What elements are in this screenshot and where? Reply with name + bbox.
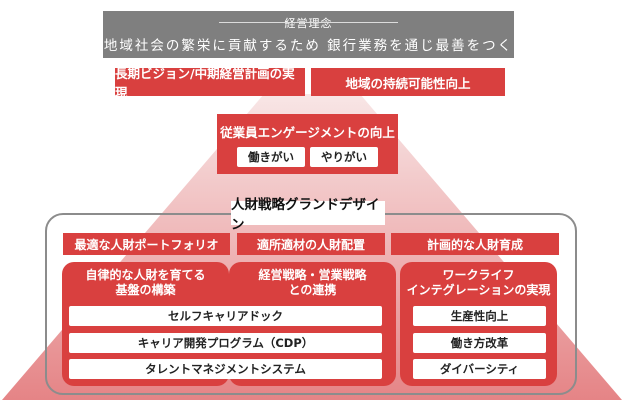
shared-item: セルフキャリアドック — [69, 306, 382, 326]
engagement-item: やりがい — [310, 147, 378, 167]
placement-box: 適所適材の人財配置 — [237, 233, 385, 255]
worklife-item: 生産性向上 — [413, 306, 546, 326]
worklife-item: ダイバーシティ — [413, 359, 546, 379]
grand-design-title: 人財戦略グランドデザイン — [231, 197, 385, 233]
training-box: 計画的な人財育成 — [391, 233, 559, 255]
vision-plan-box: 長期ビジョン/中期経営計画の実現 — [115, 66, 305, 100]
column-title: 経営戦略・営業戦略 との連携 — [258, 268, 367, 297]
philosophy-title: 経営理念 — [284, 17, 333, 30]
divider-line — [270, 22, 398, 23]
regional-sustainability-box: 地域の持続可能性向上 — [311, 68, 505, 96]
worklife-item: 働き方改革 — [413, 333, 546, 353]
shared-item: タレントマネジメントシステム — [69, 359, 382, 379]
portfolio-box: 最適な人財ポートフォリオ — [63, 233, 230, 255]
column-title: ワークライフ インテグレーションの実現 — [406, 268, 551, 297]
philosophy-banner: 経営理念 地域社会の繁栄に貢献するため 銀行業務を通じ最善をつくす — [103, 11, 514, 74]
column-title: 自律的な人財を育てる 基盤の構築 — [85, 268, 206, 297]
engagement-title: 従業員エンゲージメントの向上 — [220, 125, 395, 140]
shared-item: キャリア開発プログラム（CDP） — [69, 333, 382, 353]
engagement-item: 働きがい — [237, 147, 305, 167]
